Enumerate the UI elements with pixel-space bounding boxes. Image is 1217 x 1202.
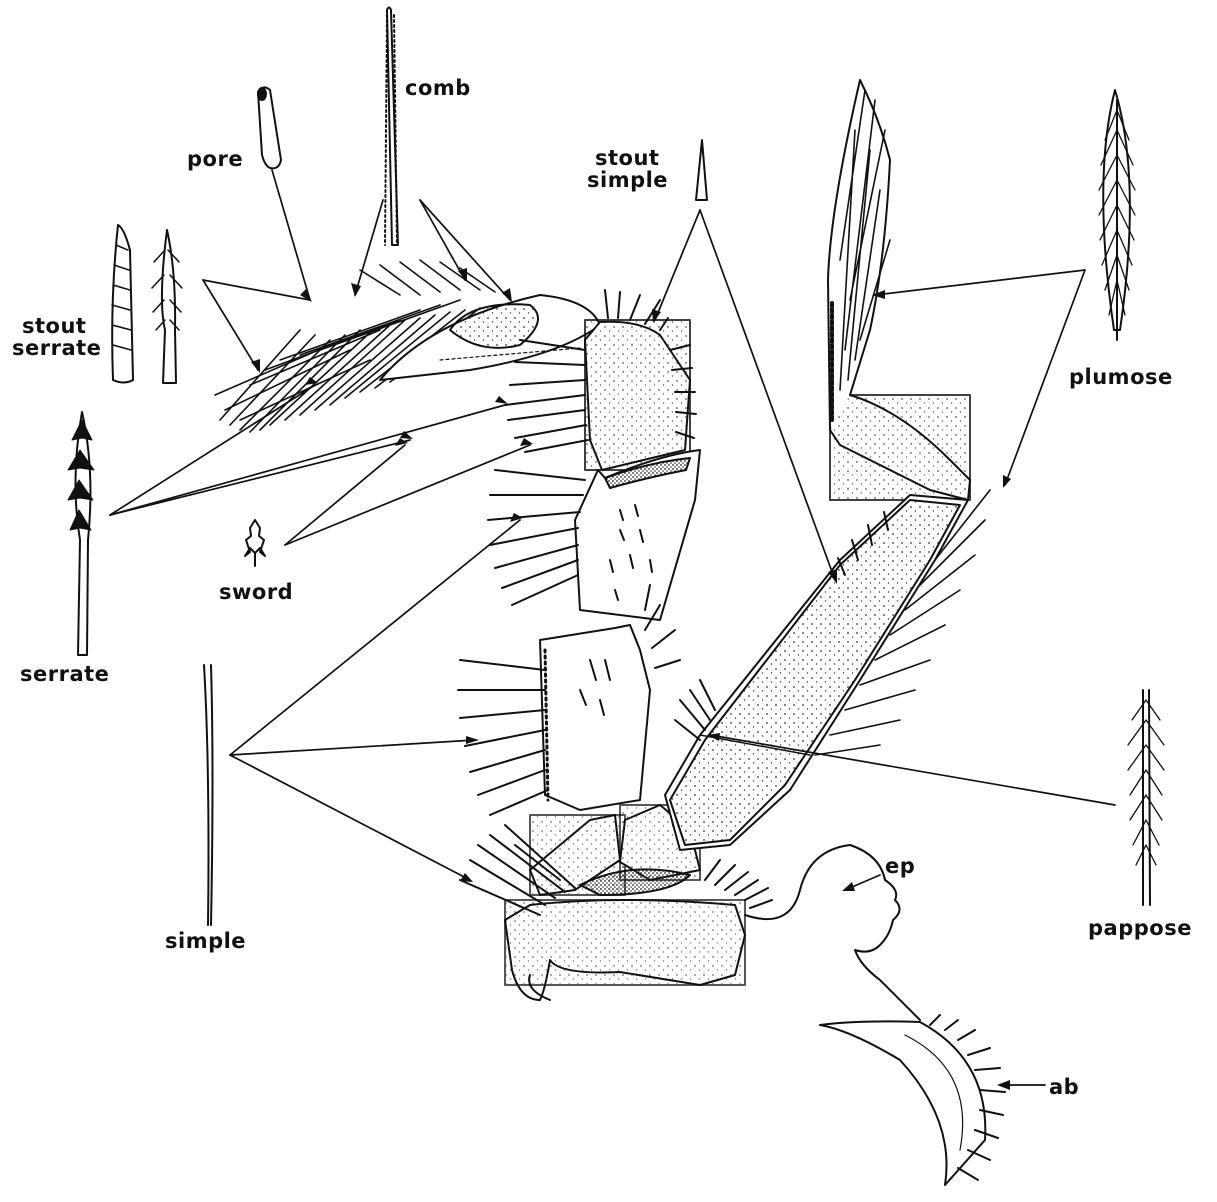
label-stout-serrate-line2: serrate	[12, 337, 101, 359]
label-sword: sword	[219, 581, 293, 603]
label-comb: comb	[405, 77, 471, 99]
label-pore: pore	[187, 148, 243, 170]
label-serrate: serrate	[20, 663, 109, 685]
stout-serrate-seta-icon	[112, 225, 133, 383]
label-simple: simple	[165, 930, 246, 952]
serrate-seta-small-icon	[152, 230, 182, 383]
comb-seta-icon	[385, 8, 398, 246]
merus-segment	[540, 625, 650, 810]
label-ep: ep	[885, 855, 915, 877]
label-pappose: pappose	[1088, 917, 1192, 939]
sword-seta-icon	[245, 520, 265, 566]
plumose-seta-icon	[1099, 90, 1135, 340]
label-plumose: plumose	[1069, 366, 1173, 388]
simple-seta-icon	[204, 665, 213, 925]
label-stout-simple-line1: stout	[595, 147, 659, 169]
pappose-seta-icon	[1128, 690, 1164, 905]
serrate-seta-icon	[68, 412, 94, 655]
stout-simple-seta-icon	[696, 140, 707, 200]
label-stout-simple-line2: simple	[587, 169, 668, 191]
label-ab: ab	[1049, 1076, 1079, 1098]
label-stout-serrate-line1: stout	[22, 315, 86, 337]
pore-seta-icon	[258, 87, 281, 168]
